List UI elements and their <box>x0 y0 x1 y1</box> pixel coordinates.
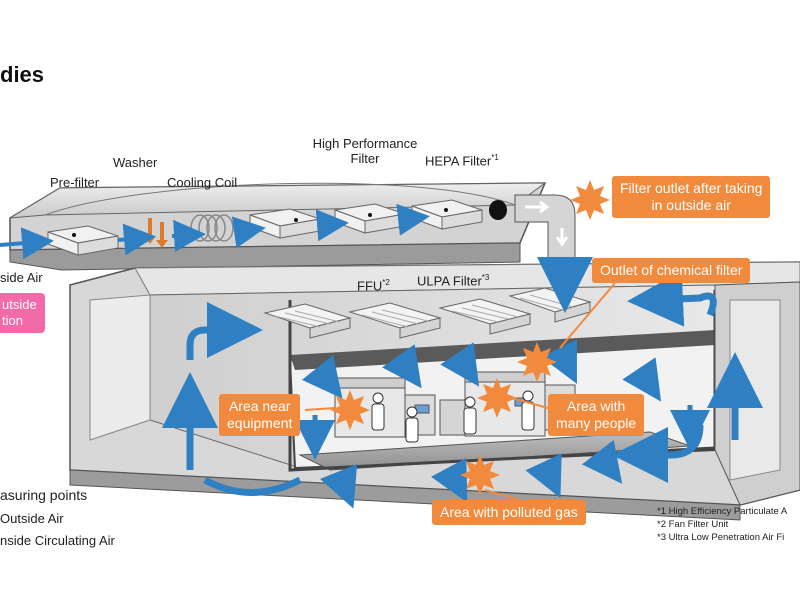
prefilter-label: Pre-filter <box>50 175 100 190</box>
workers <box>371 390 535 443</box>
washer-label: Washer <box>113 155 158 170</box>
ffu-label: FFU*2 <box>357 278 390 293</box>
measuring-points <box>330 180 610 495</box>
hepa-footnote-mark: *1 <box>491 153 499 162</box>
callout-filter-outlet: Filter outlet after taking in outside ai… <box>612 176 771 218</box>
page-title: dies <box>0 62 45 87</box>
high-performance-filter-label: High Performance Filter <box>300 136 430 166</box>
duct-airflow-arrows <box>0 203 430 260</box>
legend-heading: asuring points <box>0 487 88 503</box>
outside-air-tag: utside tion <box>0 293 45 333</box>
legend-inside-circulating-air: nside Circulating Air <box>0 533 115 548</box>
downflow-arrows <box>295 339 710 509</box>
high-performance-label-line2: Filter <box>350 151 380 166</box>
footnote-2: *2 Fan Filter Unit <box>657 519 729 530</box>
callout-many-people: Area with many people <box>548 394 645 436</box>
outside-air-label: side Air <box>0 270 43 285</box>
ulpa-text: ULPA Filter <box>417 273 482 289</box>
hepa-filter-text: HEPA Filter <box>425 153 492 169</box>
callout-chemical-filter: Outlet of chemical filter <box>592 258 751 283</box>
footnote-1: *1 High Efficiency Particulate A <box>657 506 788 517</box>
callout-area-near-equipment: Area near equipment <box>219 394 301 436</box>
hepa-filter-label: HEPA Filter*1 <box>425 153 499 168</box>
ulpa-footnote-mark: *3 <box>481 273 490 282</box>
ulpa-filter-label: ULPA Filter*3 <box>417 273 489 288</box>
high-performance-label-line1: High Performance <box>312 136 418 151</box>
cooling-coil-label: Cooling Coil <box>167 175 238 190</box>
legend-outside-air: Outside Air <box>0 511 64 526</box>
callout-polluted-gas: Area with polluted gas <box>432 500 586 525</box>
footnotes: *1 High Efficiency Particulate A *2 Fan … <box>657 505 787 544</box>
ffu-text: FFU <box>357 278 383 294</box>
footnote-3: *3 Ultra Low Penetration Air Fi <box>657 532 785 543</box>
ffu-footnote-mark: *2 <box>382 278 390 287</box>
